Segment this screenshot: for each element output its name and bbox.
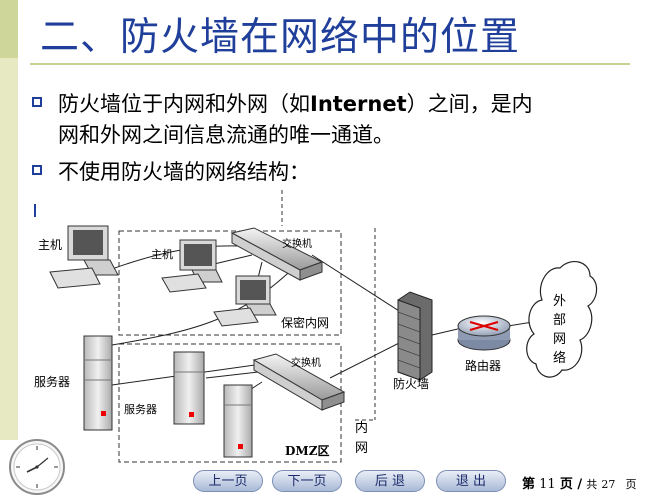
outer-net-label-1: 外: [553, 294, 566, 309]
inner-net-label-1: 内: [355, 420, 368, 436]
previous-page-button[interactable]: 上一页: [193, 470, 263, 492]
router-label: 路由器: [465, 358, 501, 373]
secure-net-label: 保密内网: [281, 315, 329, 330]
text-cursor: [34, 204, 36, 217]
back-button[interactable]: 后 退: [355, 470, 425, 492]
server-icon: [224, 385, 252, 457]
outer-net-label-2: 部: [553, 313, 566, 328]
outer-net-label-3: 网: [553, 332, 566, 347]
exit-button[interactable]: 退 出: [436, 470, 506, 492]
clock-icon: [10, 440, 64, 494]
page-indicator: 第 11 页 / 共 27 页: [522, 473, 637, 492]
outer-net-label-4: 络: [553, 350, 566, 366]
server-icon: [174, 352, 204, 424]
inner-net-label-2: 网: [355, 441, 368, 456]
next-page-button[interactable]: 下一页: [272, 470, 342, 492]
server-icon: [84, 336, 112, 430]
dmz-label: DMZ区: [285, 444, 329, 458]
switch-top-label: 交换机: [282, 237, 312, 250]
router-icon: [458, 316, 510, 350]
switch-icon: [232, 228, 322, 280]
computer-icon: [50, 226, 118, 288]
server-inner-label: 服务器: [124, 403, 157, 416]
host-left-label: 主机: [38, 238, 62, 252]
host-inner-label: 主机: [151, 247, 173, 261]
switch-bottom-label: 交换机: [291, 356, 321, 369]
firewall-icon: [398, 292, 432, 380]
firewall-label: 防火墙: [393, 376, 429, 391]
computer-icon: [214, 276, 276, 326]
server-left-label: 服务器: [34, 374, 70, 389]
